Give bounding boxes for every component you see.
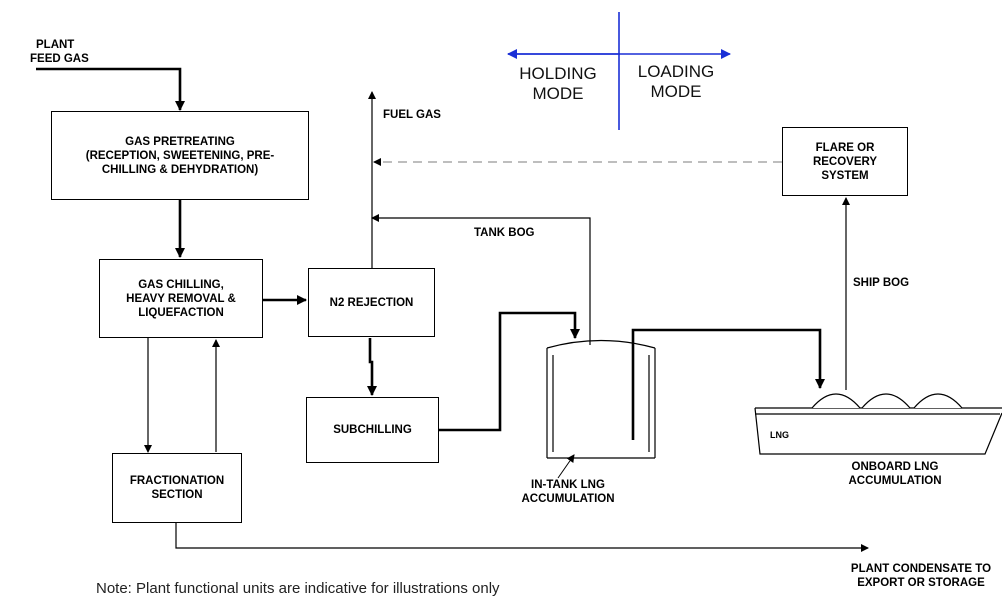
label-line: TANK BOG xyxy=(474,227,535,239)
lng-carrier-ship xyxy=(754,393,1002,455)
subchilling-box: SUBCHILLING xyxy=(306,397,439,463)
tank-bog-label: TANK BOG xyxy=(474,226,534,240)
label-line: ACCUMULATION xyxy=(521,493,615,505)
gas-chilling-box: GAS CHILLING, HEAVY REMOVAL & LIQUEFACTI… xyxy=(99,259,263,338)
footnote: Note: Plant functional units are indicat… xyxy=(96,580,500,597)
box-line: LIQUEFACTION xyxy=(138,306,224,319)
flare-recovery-box: FLARE OR RECOVERY SYSTEM xyxy=(782,127,908,196)
n2-rejection-box: N2 REJECTION xyxy=(308,268,435,337)
fractionation-box: FRACTIONATION SECTION xyxy=(112,453,242,523)
label-line: FEED GAS xyxy=(30,53,89,65)
label-line: ONBOARD LNG xyxy=(851,461,939,473)
mode-line: LOADING xyxy=(637,62,715,81)
condensate-export-label: PLANT CONDENSATE TO EXPORT OR STORAGE xyxy=(846,562,996,590)
gas-pretreating-box: GAS PRETREATING (RECEPTION, SWEETENING, … xyxy=(51,111,309,200)
in-tank-accumulation-label: IN-TANK LNG ACCUMULATION xyxy=(508,478,628,506)
box-line: FRACTIONATION xyxy=(129,475,225,487)
box-line: SUBCHILLING xyxy=(333,424,412,436)
label-line: EXPORT OR STORAGE xyxy=(857,577,985,589)
mode-line: HOLDING xyxy=(519,64,597,83)
onboard-accumulation-label: ONBOARD LNG ACCUMULATION xyxy=(830,460,960,488)
feed-gas-line xyxy=(36,67,185,111)
label-line: LNG xyxy=(770,430,789,440)
box-line: RECOVERY xyxy=(812,155,878,168)
condensate-line xyxy=(175,523,869,552)
mode-axis xyxy=(507,12,731,130)
label-line: ACCUMULATION xyxy=(848,475,942,487)
tank-bog-line xyxy=(371,214,591,345)
in-tank-pointer xyxy=(557,454,575,479)
box-line: HEAVY REMOVAL & xyxy=(126,292,236,305)
label-line: PLANT xyxy=(36,39,75,51)
lng-storage-tank xyxy=(546,339,656,459)
n2-to-subchilling-line xyxy=(367,338,377,396)
fuel-gas-label: FUEL GAS xyxy=(383,108,441,122)
label-line: FUEL GAS xyxy=(383,109,441,121)
mode-line: MODE xyxy=(650,82,702,101)
box-line: SECTION xyxy=(151,489,203,501)
box-line: SYSTEM xyxy=(821,169,869,182)
loading-mode-label: LOADING MODE xyxy=(626,62,726,102)
subchilling-to-tank-line xyxy=(438,311,580,432)
box-line: N2 REJECTION xyxy=(329,296,414,309)
box-line: CHILLING & DEHYDRATION) xyxy=(101,163,259,176)
ship-lng-label: LNG xyxy=(770,428,789,442)
tank-to-ship-line xyxy=(631,328,825,440)
mode-line: MODE xyxy=(532,84,584,103)
box-line: (RECEPTION, SWEETENING, PRE- xyxy=(85,149,275,162)
box-line: FLARE OR xyxy=(815,141,875,154)
label-line: IN-TANK LNG xyxy=(531,479,605,491)
box-line: GAS CHILLING, xyxy=(138,278,224,291)
plant-feed-gas-label: PLANT FEED GAS xyxy=(30,38,89,66)
label-line: PLANT CONDENSATE TO xyxy=(850,563,992,575)
box-line: GAS PRETREATING xyxy=(125,135,235,148)
holding-mode-label: HOLDING MODE xyxy=(506,64,610,104)
ship-bog-label: SHIP BOG xyxy=(853,276,909,290)
label-line: SHIP BOG xyxy=(853,277,910,289)
